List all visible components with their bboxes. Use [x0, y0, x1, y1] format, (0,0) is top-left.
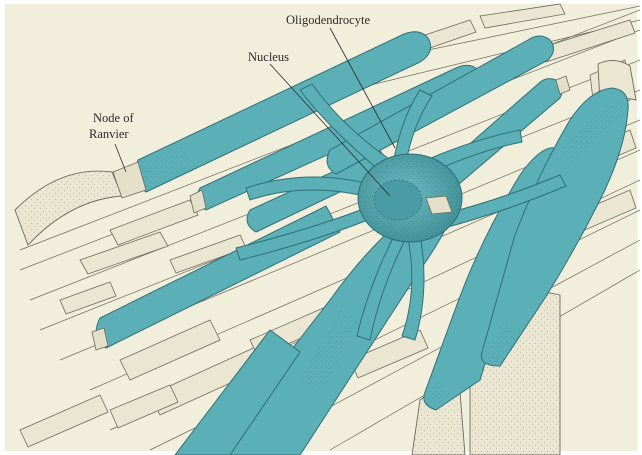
- node-of-ranvier-label-line2: Ranvier: [89, 127, 129, 141]
- nucleus-label: Nucleus: [248, 50, 289, 64]
- oligodendrocyte-label: Oligodendrocyte: [286, 13, 370, 27]
- node-of-ranvier-label-line1: Node of: [93, 111, 134, 125]
